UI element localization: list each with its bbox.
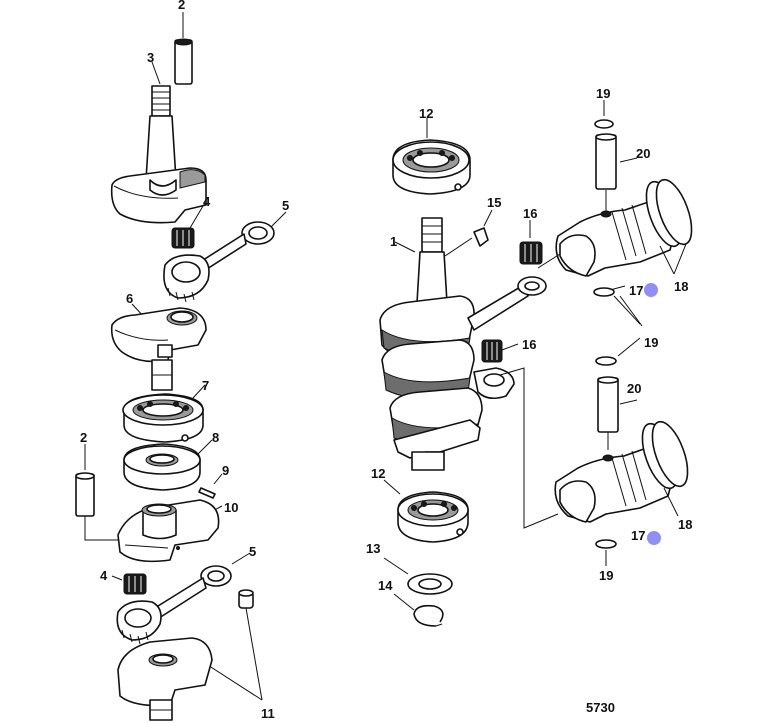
part-1-crankshaft <box>379 217 547 471</box>
label-4-top: 4 <box>203 194 211 209</box>
label-14: 14 <box>378 578 393 593</box>
part-17-piston-lower <box>554 443 677 523</box>
label-20-top: 20 <box>636 146 650 161</box>
part-19-circlip-middle <box>595 337 641 366</box>
part-20-wrist-pin-top <box>595 133 638 212</box>
label-19-top: 19 <box>596 86 610 101</box>
label-16-middle: 16 <box>522 337 536 352</box>
part-14-snap-ring <box>393 593 444 627</box>
part-8-bearing-ring <box>123 439 213 491</box>
part-4-needle-bearing-top <box>171 205 204 249</box>
part-11-lower-crank-end <box>117 637 213 721</box>
part-19-circlip-top <box>594 100 614 129</box>
part-6-crank-web <box>110 303 207 391</box>
label-6: 6 <box>126 291 133 306</box>
part-7-ball-bearing-left <box>122 384 206 443</box>
part-2-dowel-top <box>174 12 193 85</box>
part-20-wrist-pin-lower <box>597 376 638 450</box>
part-11-plug <box>199 589 263 701</box>
part-19-circlip-lower <box>595 539 617 566</box>
label-13: 13 <box>366 541 380 556</box>
label-12-lower: 12 <box>371 466 385 481</box>
label-3: 3 <box>147 50 154 65</box>
label-8: 8 <box>212 430 219 445</box>
label-1: 1 <box>390 234 397 249</box>
part-16-needle-bearing-middle <box>481 339 519 363</box>
label-11: 11 <box>261 706 275 721</box>
label-19-lower: 19 <box>599 568 613 583</box>
label-18-lower: 18 <box>678 517 692 532</box>
label-17-top: 17 <box>629 283 643 298</box>
part-16-needle-bearing-top <box>519 220 543 265</box>
label-5-lower: 5 <box>249 544 256 559</box>
label-16-top: 16 <box>523 206 537 221</box>
part-19-circlip-upper <box>593 285 641 325</box>
part-2-dowel-lower <box>75 444 118 541</box>
figure-number: 5730 <box>586 700 615 715</box>
part-5-connecting-rod-lower <box>116 552 251 645</box>
part-4-needle-bearing-lower <box>111 573 147 595</box>
label-15: 15 <box>487 195 501 210</box>
marker-17-lower <box>647 531 661 545</box>
marker-17-top <box>644 283 658 297</box>
part-18-piston-rings-lower <box>641 420 689 517</box>
label-10: 10 <box>224 500 238 515</box>
label-5-top: 5 <box>282 198 289 213</box>
part-12-ball-bearing-top <box>392 118 471 195</box>
callout-labels: 2 3 4 5 6 7 2 8 9 10 5 4 11 12 15 16 1 1… <box>80 0 692 721</box>
label-17-lower: 17 <box>631 528 645 543</box>
part-13-washer <box>383 557 453 595</box>
part-10-lower-crank-web <box>117 499 223 563</box>
label-4-lower: 4 <box>100 568 108 583</box>
connection-leader-lines <box>499 295 643 529</box>
part-15-woodruff-key <box>473 209 493 247</box>
part-18-piston-rings-top <box>645 178 693 275</box>
label-7: 7 <box>202 378 209 393</box>
label-2-lower: 2 <box>80 430 87 445</box>
part-17-piston-top <box>537 197 679 277</box>
label-18-top: 18 <box>674 279 688 294</box>
label-19-middle: 19 <box>644 335 658 350</box>
part-3-upper-crankshaft <box>110 61 207 224</box>
part-12-ball-bearing-lower <box>383 479 469 543</box>
label-2-top: 2 <box>178 0 185 12</box>
label-20-lower: 20 <box>627 381 641 396</box>
label-9: 9 <box>222 463 229 478</box>
label-12-top: 12 <box>419 106 433 121</box>
part-9-locating-pin <box>198 473 223 499</box>
part-5-connecting-rod-top <box>163 211 287 303</box>
